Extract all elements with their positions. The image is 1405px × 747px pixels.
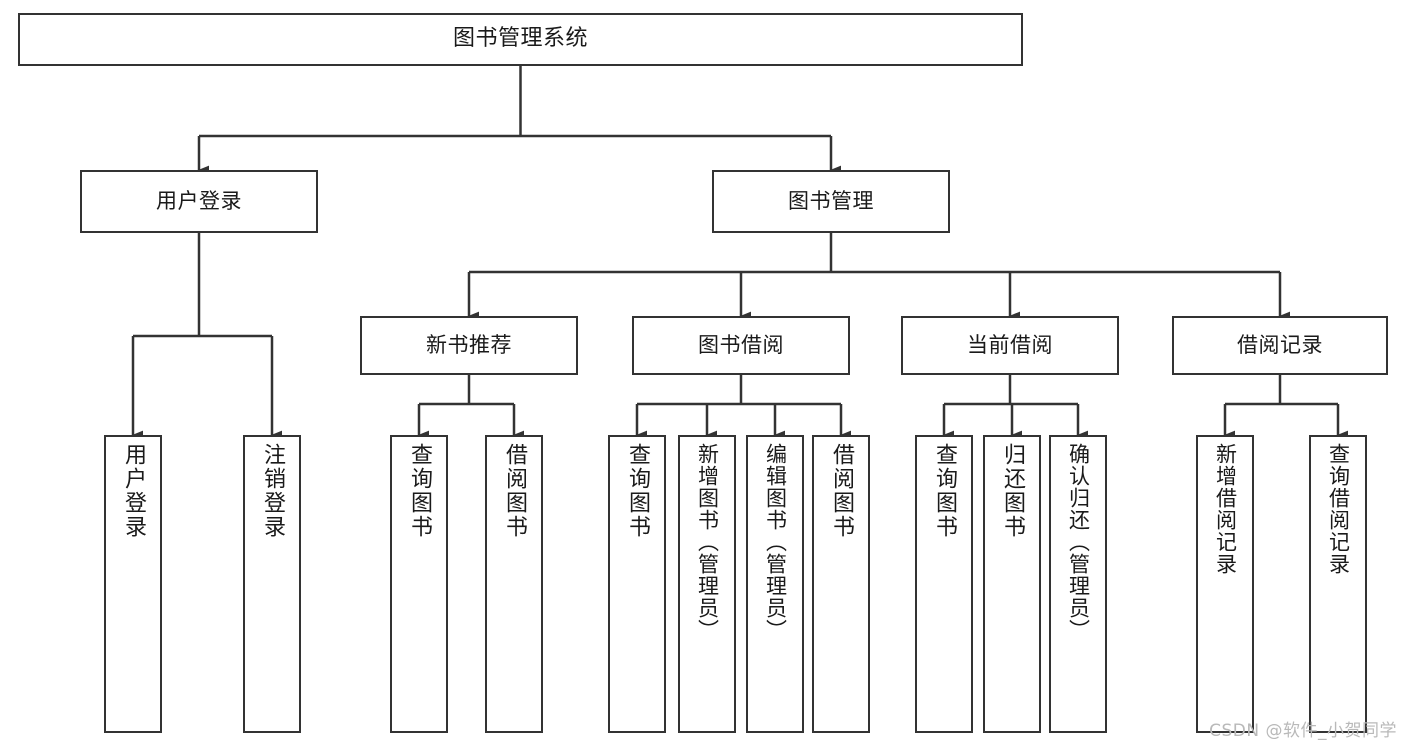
node-label: 图书管理系统 xyxy=(452,26,588,52)
node-label: 确认归还（管理员） xyxy=(1066,443,1091,641)
node-borrow-record[interactable]: 借阅记录 xyxy=(1172,316,1388,375)
node-leaf-cb-query[interactable]: 查询图书 xyxy=(915,435,973,733)
node-book-manage[interactable]: 图书管理 xyxy=(712,170,950,233)
node-leaf-user-login[interactable]: 用户登录 xyxy=(104,435,162,733)
node-label: 注销登录 xyxy=(260,443,285,539)
node-label: 用户登录 xyxy=(121,443,146,539)
node-label: 当前借阅 xyxy=(967,332,1053,357)
node-label: 新增图书（管理员） xyxy=(695,443,720,641)
node-leaf-br-query[interactable]: 查询借阅记录 xyxy=(1309,435,1367,733)
node-label: 借阅记录 xyxy=(1237,332,1323,357)
node-label: 新增借阅记录 xyxy=(1213,443,1238,575)
node-leaf-bb-query[interactable]: 查询图书 xyxy=(608,435,666,733)
node-root[interactable]: 图书管理系统 xyxy=(18,13,1023,66)
node-leaf-bb-borrow[interactable]: 借阅图书 xyxy=(812,435,870,733)
node-leaf-user-logout[interactable]: 注销登录 xyxy=(243,435,301,733)
node-leaf-rec-borrow[interactable]: 借阅图书 xyxy=(485,435,543,733)
node-new-book-rec[interactable]: 新书推荐 xyxy=(360,316,578,375)
node-label: 查询借阅记录 xyxy=(1326,443,1351,575)
node-leaf-bb-edit[interactable]: 编辑图书（管理员） xyxy=(746,435,804,733)
node-label: 图书借阅 xyxy=(698,332,784,357)
node-user-login[interactable]: 用户登录 xyxy=(80,170,318,233)
node-book-borrow[interactable]: 图书借阅 xyxy=(632,316,850,375)
node-leaf-bb-add[interactable]: 新增图书（管理员） xyxy=(678,435,736,733)
node-current-borrow[interactable]: 当前借阅 xyxy=(901,316,1119,375)
node-leaf-br-add[interactable]: 新增借阅记录 xyxy=(1196,435,1254,733)
node-label: 用户登录 xyxy=(156,188,242,213)
node-label: 图书管理 xyxy=(788,188,874,213)
node-label: 借阅图书 xyxy=(502,443,527,539)
node-label: 查询图书 xyxy=(625,443,650,539)
node-label: 新书推荐 xyxy=(426,332,512,357)
node-label: 编辑图书（管理员） xyxy=(763,443,788,641)
node-leaf-cb-return[interactable]: 归还图书 xyxy=(983,435,1041,733)
node-label: 查询图书 xyxy=(932,443,957,539)
csdn-watermark: CSDN @软件_小贺同学 xyxy=(1209,721,1397,741)
node-label: 借阅图书 xyxy=(829,443,854,539)
node-label: 查询图书 xyxy=(407,443,432,539)
node-leaf-rec-query[interactable]: 查询图书 xyxy=(390,435,448,733)
edges-group xyxy=(131,66,1349,440)
node-leaf-cb-confirm[interactable]: 确认归还（管理员） xyxy=(1049,435,1107,733)
node-label: 归还图书 xyxy=(1000,443,1025,539)
